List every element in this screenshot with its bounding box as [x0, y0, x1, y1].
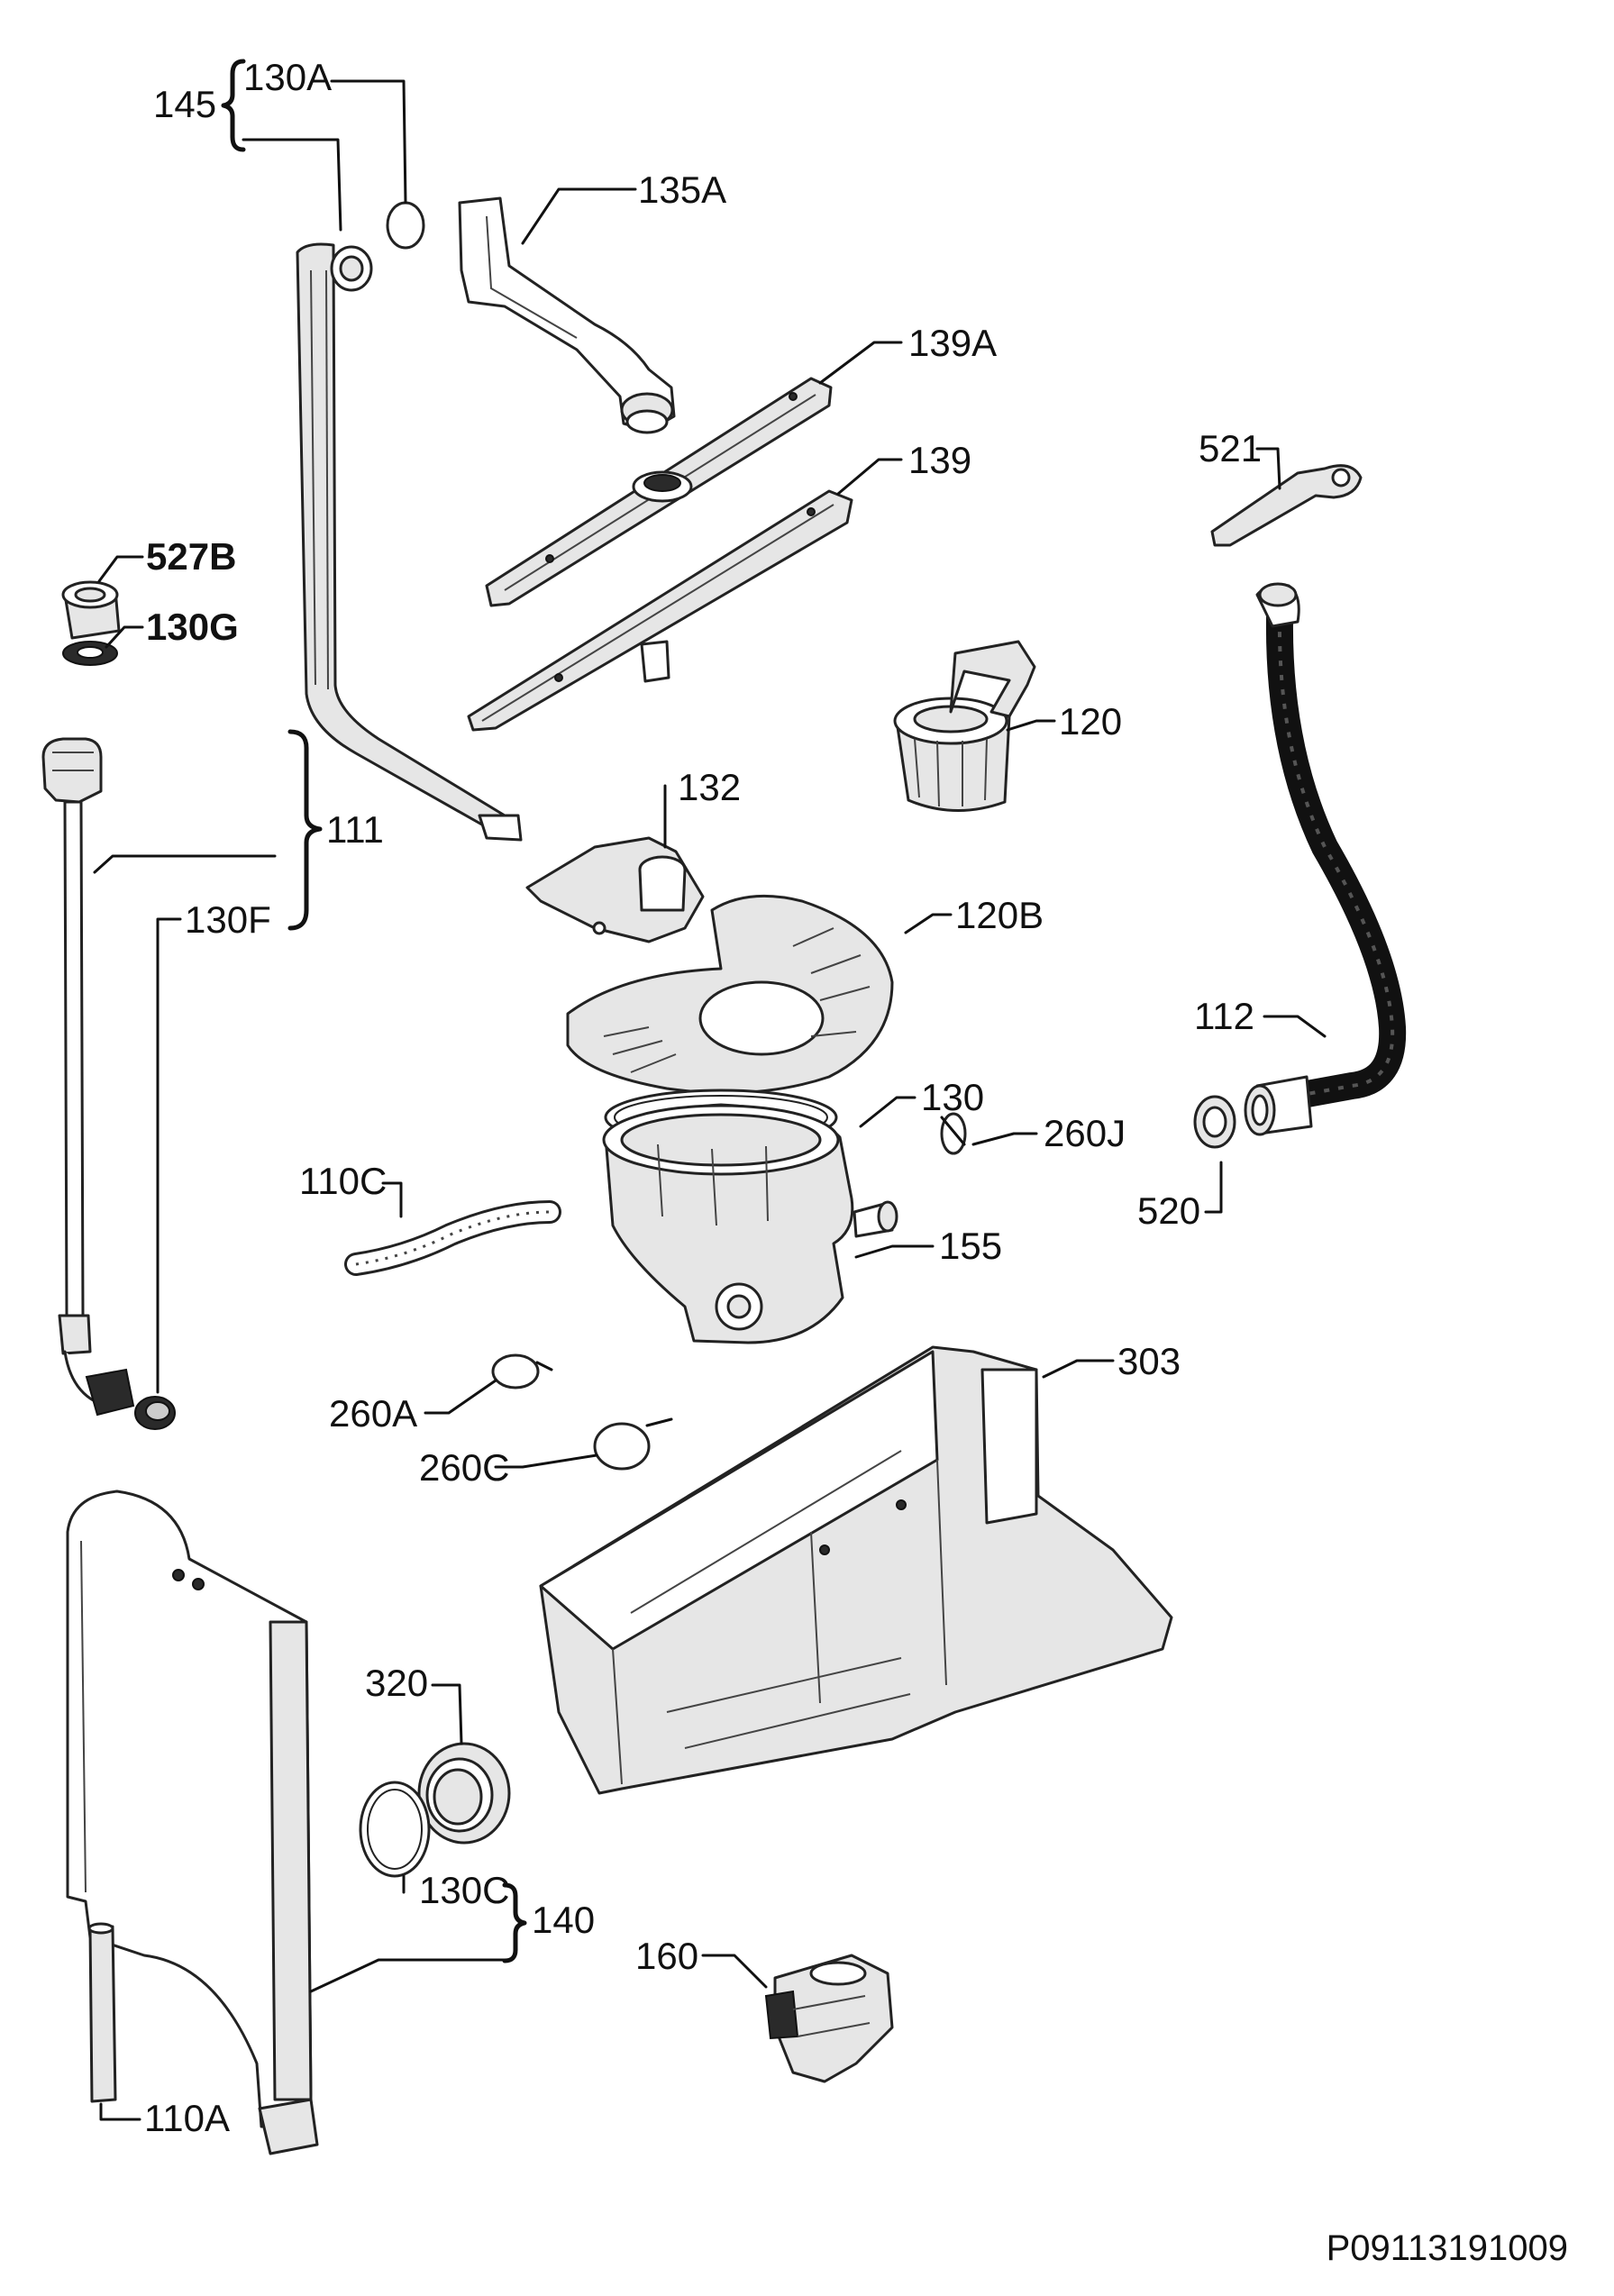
part-155-sump [602, 1103, 898, 1344]
leader-140 [309, 1958, 506, 1993]
leader-120 [1006, 719, 1056, 732]
leader-112 [1263, 1015, 1327, 1038]
label-139a: 139A [908, 322, 997, 364]
leader-320 [431, 1683, 463, 1745]
leader-130a [330, 79, 407, 205]
leader-155 [854, 1244, 935, 1259]
label-120b: 120B [955, 894, 1044, 936]
part-112-drain-hose [1244, 582, 1407, 1136]
label-260a: 260A [329, 1392, 417, 1435]
leader-260c [494, 1453, 598, 1469]
label-521: 521 [1199, 427, 1262, 469]
label-155: 155 [939, 1225, 1002, 1267]
label-145: 145 [153, 83, 216, 125]
label-520: 520 [1137, 1189, 1200, 1232]
leader-145 [242, 138, 342, 232]
part-260a-clip [491, 1353, 553, 1389]
label-110a: 110A [144, 2097, 230, 2139]
drawing-id: P09113191009 [1327, 2228, 1568, 2268]
label-160: 160 [635, 1935, 698, 1977]
label-130: 130 [921, 1076, 984, 1118]
leader-135a [521, 187, 637, 245]
part-527b-cap [61, 580, 121, 640]
part-260j-clip [940, 1112, 967, 1155]
part-521-spanner [1210, 464, 1363, 547]
label-303: 303 [1117, 1340, 1181, 1382]
leader-520 [1204, 1161, 1223, 1214]
part-111-inlet-hose [41, 737, 176, 1430]
label-135a: 135A [638, 169, 726, 211]
part-260c-clip [593, 1417, 673, 1471]
leader-160 [701, 1954, 768, 1989]
part-120-filter [893, 640, 1036, 813]
part-110a-tube [87, 1922, 117, 2103]
label-132: 132 [678, 766, 741, 808]
leader-521 [1255, 447, 1281, 490]
label-130c: 130C [419, 1869, 509, 1911]
leader-110a [99, 2102, 141, 2121]
label-120: 120 [1059, 700, 1122, 743]
part-139a-upper-spray-arm [485, 377, 833, 607]
bracket-145 [221, 59, 246, 152]
leader-111 [93, 854, 277, 874]
part-120b-micro-filter [566, 894, 894, 1095]
part-139-lower-spray-arm [467, 489, 853, 732]
part-135a-upper-pipe [458, 196, 676, 434]
part-132-sensor [525, 836, 705, 943]
leader-130f [156, 917, 182, 1394]
leader-303 [1042, 1359, 1115, 1379]
label-111: 111 [326, 808, 384, 851]
label-130a: 130A [243, 56, 332, 98]
leader-139a [818, 341, 903, 385]
part-303-base [539, 1345, 1173, 1795]
bracket-140 [502, 1882, 527, 1963]
part-520-clamp [1193, 1095, 1236, 1149]
part-160-pump [764, 1954, 894, 2083]
leader-527b [97, 555, 144, 583]
bracket-111 [287, 729, 323, 931]
label-110c: 110C [299, 1160, 387, 1202]
leader-139 [836, 458, 903, 496]
leader-130g [105, 625, 144, 649]
label-320: 320 [365, 1662, 428, 1704]
part-140-softener [66, 1490, 319, 2155]
label-112: 112 [1194, 995, 1254, 1037]
part-320-seal [417, 1742, 511, 1845]
label-139: 139 [908, 439, 971, 481]
part-130a-oring [386, 201, 425, 250]
label-130g: 130G [146, 606, 239, 648]
label-527b: 527B [146, 535, 236, 578]
part-145-supply-pipe [296, 242, 523, 842]
label-260c: 260C [419, 1446, 509, 1489]
label-130f: 130F [185, 898, 271, 941]
leader-110c [381, 1181, 403, 1218]
leader-130 [859, 1096, 916, 1128]
label-140: 140 [532, 1899, 595, 1941]
part-110c-hose [344, 1200, 561, 1276]
leader-260j [971, 1132, 1038, 1146]
part-130g-washer [62, 641, 118, 666]
part-130c-oring [359, 1781, 431, 1878]
leader-120b [904, 913, 953, 934]
leader-260a [424, 1379, 497, 1415]
label-260j: 260J [1044, 1112, 1126, 1154]
